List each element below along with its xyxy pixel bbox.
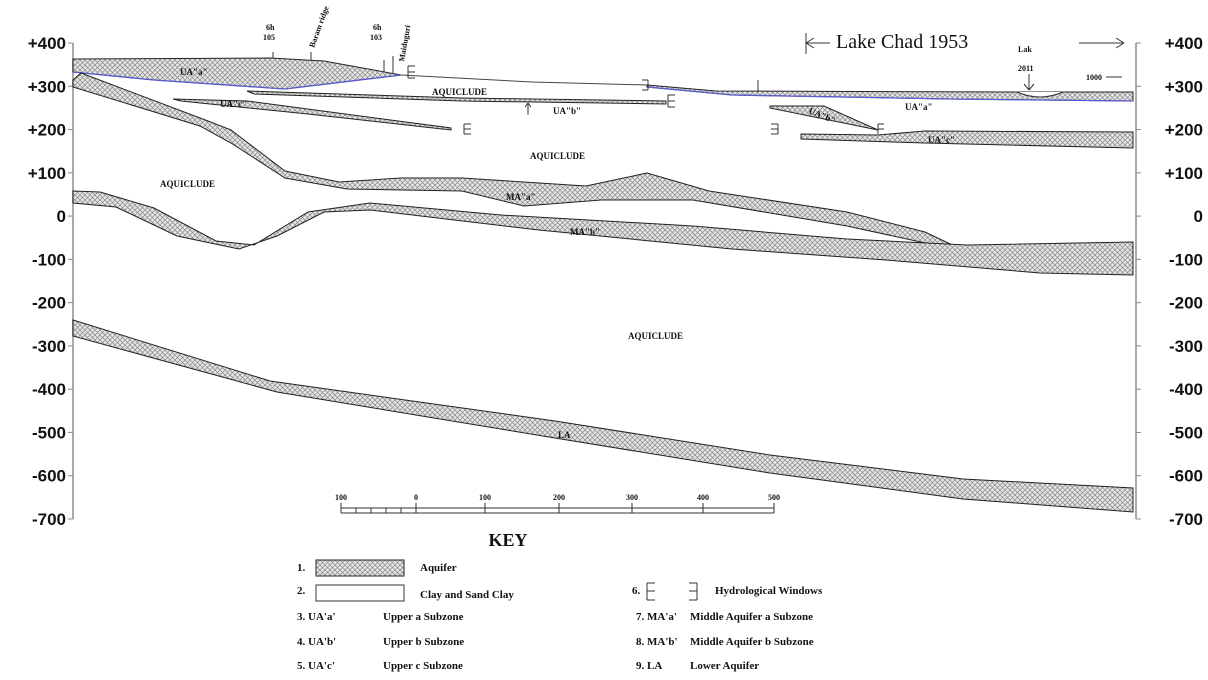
lake-chad-title: Lake Chad 1953	[836, 31, 968, 53]
well-105-label-top: 6h	[266, 23, 275, 32]
ua-b-long-band	[246, 90, 667, 105]
right-axis-tick-label: +200	[1165, 121, 1203, 140]
label-ua-b-mid: UA"b"	[553, 106, 581, 116]
scale-tick-label: 500	[768, 493, 780, 502]
lake-depression	[1016, 91, 1064, 98]
arrow-down-icon	[1023, 74, 1035, 91]
key-label-2: Clay and Sand Clay	[420, 589, 514, 601]
key-label-5: Upper c Subzone	[383, 660, 463, 672]
label-la: LA	[558, 430, 571, 440]
left-axis-tick-label: -600	[32, 467, 66, 486]
key-num-8: 8. MA'b'	[636, 636, 678, 648]
right-axis-tick-label: -300	[1169, 337, 1203, 356]
scale-tick-label: 400	[697, 493, 709, 502]
ua-a-left-lens	[72, 57, 402, 90]
key-num-6: 6.	[632, 585, 641, 597]
hydrological-window-icons	[407, 65, 884, 135]
left-axis-tick-label: -700	[32, 510, 66, 529]
arrow-up-icon	[524, 102, 532, 115]
right-axis-tick-label: 0	[1194, 207, 1203, 226]
scale-tick-label: 300	[626, 493, 638, 502]
hydrological-window-key-icon	[646, 582, 698, 601]
right-axis-tick-label: -700	[1169, 510, 1203, 529]
left-axis-tick-label: -200	[32, 294, 66, 313]
lake-marker-label: Lak	[1018, 45, 1032, 54]
key-num-5: 5. UA'c'	[297, 660, 335, 672]
water-table-right	[646, 86, 1134, 102]
key-num-3: 3. UA'a'	[297, 611, 336, 623]
aquifer-swatch	[315, 559, 405, 577]
lake-extent-right-arrow	[1079, 37, 1125, 49]
label-aquiclude-top: AQUICLUDE	[432, 87, 487, 97]
key-label-7: Middle Aquifer a Subzone	[690, 611, 813, 623]
key-label-3: Upper a Subzone	[383, 611, 464, 623]
key-num-4: 4. UA'b'	[297, 636, 336, 648]
label-ma-b: MA"b"	[570, 227, 600, 237]
key-label-9: Lower Aquifer	[690, 660, 759, 672]
label-ua-c-right: UA"c"	[928, 135, 955, 145]
label-ua-a-left: UA"a"	[180, 67, 208, 77]
ua-c-right-band	[800, 130, 1134, 149]
scale-tick-label: 0	[414, 493, 418, 502]
left-axis-tick-label: +300	[28, 77, 66, 96]
label-aquiclude-left: AQUICLUDE	[160, 179, 215, 189]
ground-surface	[400, 74, 648, 86]
ua-c-left-band	[172, 98, 452, 131]
key-label-1: Aquifer	[420, 562, 457, 574]
label-aquiclude-mid: AQUICLUDE	[530, 151, 585, 161]
right-axis-tick-label: -400	[1169, 380, 1203, 399]
key-label-8: Middle Aquifer b Subzone	[690, 636, 814, 648]
maiduguri-label: Maiduguri	[397, 24, 412, 63]
left-axis-tick-label: +200	[28, 121, 66, 140]
ma-b-band	[72, 190, 1134, 276]
key-label-4: Upper b Subzone	[383, 636, 464, 648]
label-ma-a: MA"a"	[506, 192, 536, 202]
left-axis-tick-label: -500	[32, 423, 66, 442]
well-103-label: 103	[370, 33, 382, 42]
la-band	[72, 319, 1134, 513]
label-ua-a-right: UA"a"	[905, 102, 933, 112]
right-axis-tick-label: +100	[1165, 164, 1203, 183]
right-axis-tick-label: -200	[1169, 294, 1203, 313]
key-num-2: 2.	[297, 585, 306, 597]
right-axis-tick-label: +300	[1165, 77, 1203, 96]
right-axis-tick-label: -500	[1169, 423, 1203, 442]
scale-tick-label: 200	[553, 493, 565, 502]
y-axis-ticks: +400 +400 +300 +300 +200 +200 +100 +100 0 0 -100 -1…	[28, 34, 1203, 529]
label-aquiclude-bottom: AQUICLUDE	[628, 331, 683, 341]
key-num-1: 1.	[297, 562, 306, 574]
lake-2011-label: 2011	[1018, 64, 1034, 73]
right-axis-tick-label: -600	[1169, 467, 1203, 486]
left-axis-tick-label: +100	[28, 164, 66, 183]
well-markers	[272, 52, 759, 92]
key-title: KEY	[488, 530, 527, 550]
baram-ridge-label: Baram ridge	[307, 4, 330, 48]
scale-tick-label: 100	[335, 493, 347, 502]
label-ua-c-left: UA"c"	[220, 99, 247, 109]
key-num-9: 9. LA	[636, 660, 662, 672]
key-num-7: 7. MA'a'	[636, 611, 677, 623]
clay-swatch	[315, 584, 405, 602]
right-marker-label: 1000	[1086, 73, 1102, 82]
left-axis-tick-label: -100	[32, 250, 66, 269]
right-axis-tick-label: +400	[1165, 34, 1203, 53]
lake-extent-left-arrow	[805, 37, 830, 49]
left-axis-tick-label: +400	[28, 34, 66, 53]
left-axis-tick-label: -300	[32, 337, 66, 356]
left-axis-tick-label: 0	[57, 207, 66, 226]
scale-bar: 100 0 100 200 300 400 500	[335, 493, 780, 514]
well-105-label: 105	[263, 33, 275, 42]
water-table-left	[72, 71, 402, 90]
ma-a-band	[72, 72, 968, 253]
left-axis-tick-label: -400	[32, 380, 66, 399]
well-103-label-top: 6h	[373, 23, 382, 32]
scale-tick-label: 100	[479, 493, 491, 502]
right-axis-tick-label: -100	[1169, 250, 1203, 269]
key-label-6: Hydrological Windows	[715, 585, 823, 597]
